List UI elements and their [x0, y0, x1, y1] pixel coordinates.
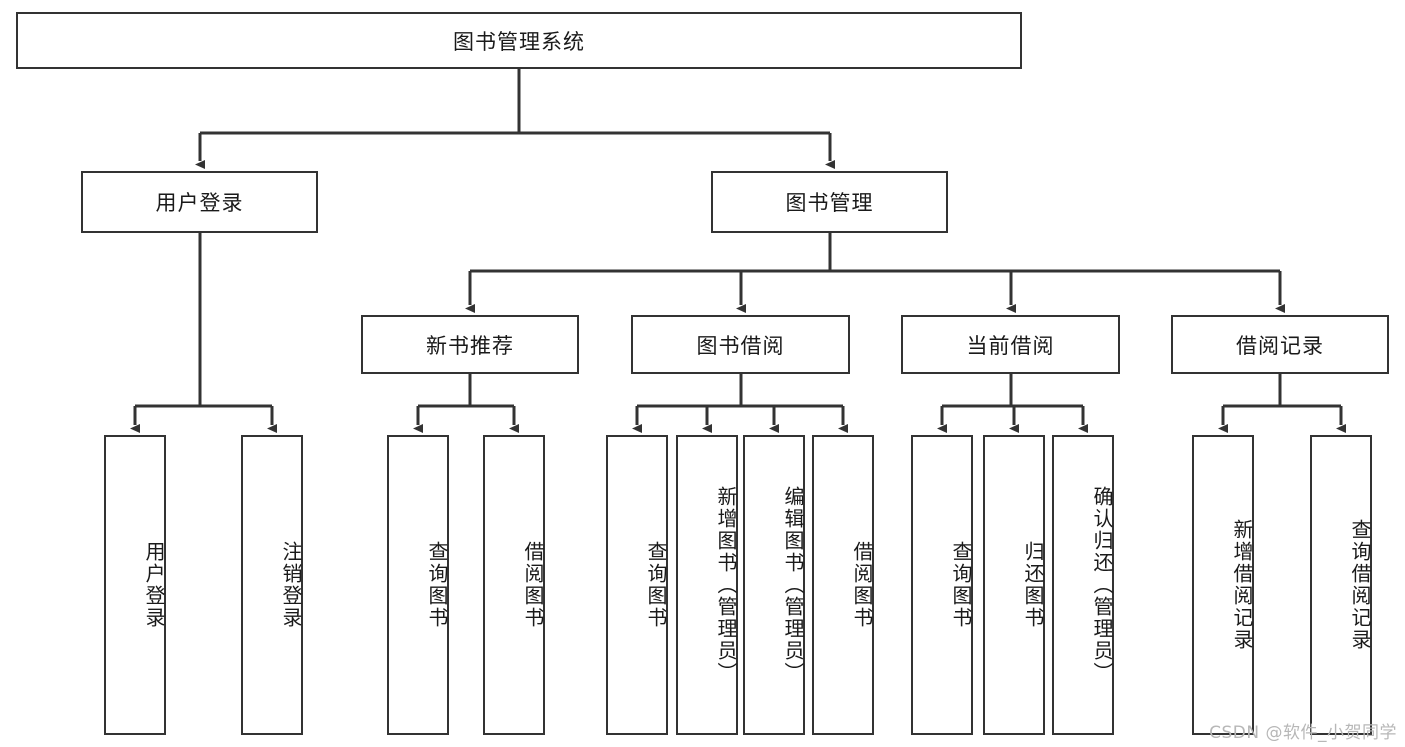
node-label: 新增图书（管理员） [714, 486, 738, 684]
node-label: 当前借阅 [966, 333, 1055, 358]
node-l4-add-book[interactable]: 新增图书（管理员） [676, 435, 738, 735]
node-l2-book-manage[interactable]: 图书管理 [711, 171, 948, 233]
node-l2-user-login[interactable]: 用户登录 [81, 171, 318, 233]
node-l3-borrow-record[interactable]: 借阅记录 [1171, 315, 1389, 374]
node-l4-query-record[interactable]: 查询借阅记录 [1310, 435, 1372, 735]
node-label: 确认归还（管理员） [1090, 486, 1114, 684]
node-root[interactable]: 图书管理系统 [16, 12, 1022, 69]
node-label: 借阅图书 [521, 541, 545, 629]
node-l3-book-borrow[interactable]: 图书借阅 [631, 315, 850, 374]
node-l4-query-book-c[interactable]: 查询图书 [911, 435, 973, 735]
node-label: 图书管理 [785, 191, 874, 215]
node-l4-add-record[interactable]: 新增借阅记录 [1192, 435, 1254, 735]
node-label: 查询图书 [425, 541, 449, 629]
node-label: 查询图书 [644, 541, 668, 629]
node-l4-edit-book[interactable]: 编辑图书（管理员） [743, 435, 805, 735]
node-label: 借阅记录 [1236, 333, 1324, 358]
node-l3-new-book-rec[interactable]: 新书推荐 [361, 315, 579, 374]
node-label: 查询借阅记录 [1348, 519, 1372, 651]
node-label: 借阅图书 [850, 541, 874, 629]
node-l4-logout[interactable]: 注销登录 [241, 435, 303, 735]
node-l4-user-login[interactable]: 用户登录 [104, 435, 166, 735]
node-label: 编辑图书（管理员） [781, 486, 805, 684]
node-l4-borrow-book-a[interactable]: 借阅图书 [483, 435, 545, 735]
node-l4-confirm-return[interactable]: 确认归还（管理员） [1052, 435, 1114, 735]
node-label: 注销登录 [279, 541, 303, 629]
node-label: 新增借阅记录 [1230, 519, 1254, 651]
node-label: 归还图书 [1021, 541, 1045, 629]
node-label: 图书管理系统 [453, 29, 585, 54]
node-label: 新书推荐 [426, 333, 514, 358]
node-l4-borrow-book-b[interactable]: 借阅图书 [812, 435, 874, 735]
node-label: 用户登录 [155, 191, 244, 215]
node-l4-query-book-a[interactable]: 查询图书 [387, 435, 449, 735]
node-l3-current-borrow[interactable]: 当前借阅 [901, 315, 1120, 374]
node-label: 用户登录 [142, 541, 166, 629]
node-label: 图书借阅 [696, 333, 785, 358]
node-label: 查询图书 [949, 541, 973, 629]
node-l4-query-book-b[interactable]: 查询图书 [606, 435, 668, 735]
node-l4-return-book[interactable]: 归还图书 [983, 435, 1045, 735]
